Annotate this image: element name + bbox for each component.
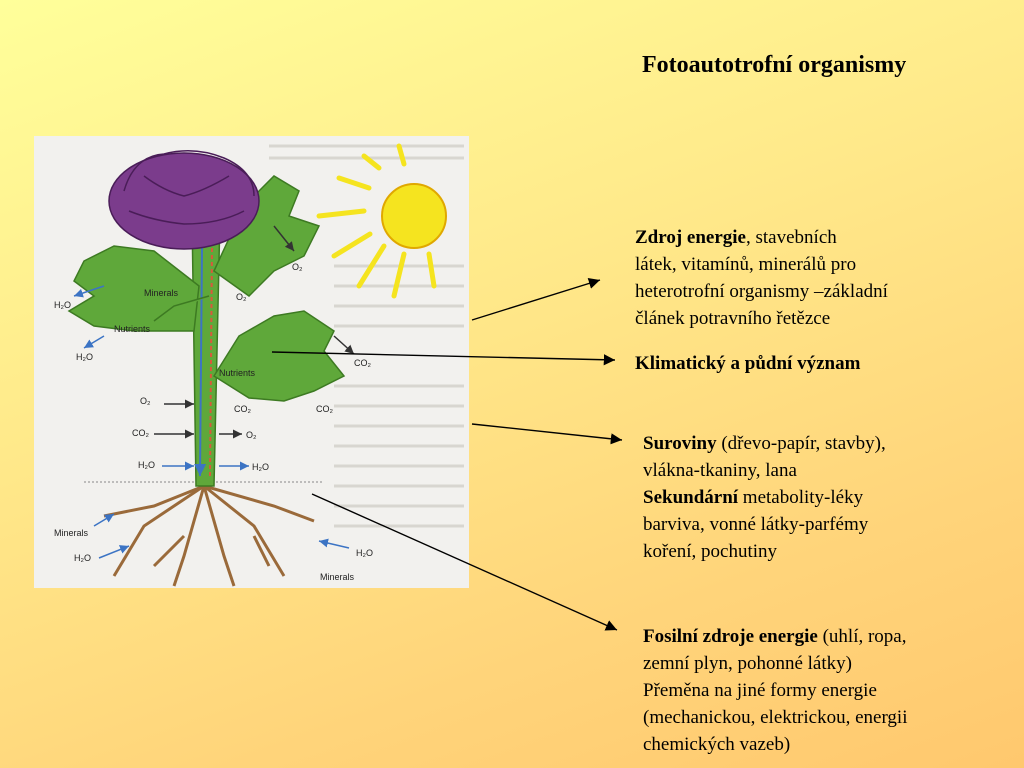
label-minerals-root-right: Minerals [320,572,355,582]
label-h2o-right: H₂O [252,462,269,472]
raw-bold1: Suroviny [643,433,717,454]
fossil-line4: (mechanickou, elektrickou, energii [643,707,908,728]
stem [191,215,221,487]
diagram-labels: Minerals Nutrients Nutrients H₂O H₂O O₂ … [54,262,373,582]
fossil-rest1: (uhlí, ropa, [817,626,907,647]
energy-line4: článek potravního řetězce [635,308,831,329]
energy-source-text: Zdroj energie, stavebních látek, vitamín… [635,224,888,332]
label-co2-far: CO₂ [316,404,334,414]
label-co2-left: CO₂ [132,428,150,438]
flower [108,150,260,250]
arrow-to-raw-materials [471,423,623,445]
energy-line2: látek, vitamínů, minerálů pro [635,254,857,275]
fossil-bold1: Fosilní zdroje energie [643,626,818,647]
energy-bold: Zdroj energie [635,227,746,248]
label-h2o-root-right: H₂O [356,548,373,558]
label-h2o-left: H₂O [138,460,155,470]
label-o2-right: O₂ [246,430,257,440]
energy-rest: , stavebních [746,227,837,248]
arrow-to-energy [471,277,601,321]
label-minerals-root-left: Minerals [54,528,89,538]
label-nutrients-right: Nutrients [219,368,256,378]
label-h2o-mid: H₂O [76,352,93,362]
label-o2-top: O₂ [292,262,303,272]
label-co2-mid: CO₂ [234,404,252,414]
label-co2-right: CO₂ [354,358,372,368]
fossil-line5: chemických vazeb) [643,734,791,755]
label-o2-left: O₂ [140,396,151,406]
raw-rest1: (dřevo-papír, stavby), [716,433,886,454]
label-o2-mid: O₂ [236,292,247,302]
plant-diagram-svg: Minerals Nutrients Nutrients H₂O H₂O O₂ … [54,143,464,587]
label-nutrients-left: Nutrients [114,324,151,334]
sun [316,143,447,299]
roots [103,484,315,587]
raw-line4: barviva, vonné látky-parfémy [643,514,869,535]
raw-materials-text: Suroviny (dřevo-papír, stavby), vlákna-t… [643,430,886,565]
label-h2o-root: H₂O [74,553,91,563]
raw-rest3: metabolity-léky [738,487,864,508]
raw-line2: vlákna-tkaniny, lana [643,460,797,481]
plant-illustration: Minerals Nutrients Nutrients H₂O H₂O O₂ … [34,136,469,588]
climate-soil-text: Klimatický a půdní význam [635,353,861,374]
energy-line3: heterotrofní organismy –základní [635,281,888,302]
label-minerals-leaf: Minerals [144,288,179,298]
raw-bold3: Sekundární [643,487,739,508]
fossil-line2: zemní plyn, pohonné látky) [643,653,852,674]
fossil-line3: Přeměna na jiné formy energie [643,680,877,701]
fossil-fuels-text: Fosilní zdroje energie (uhlí, ropa, zemn… [643,623,908,758]
raw-line5: koření, pochutiny [643,541,778,562]
slide-title: Fotoautotrofní organismy [642,52,907,78]
label-h2o-top: H₂O [54,300,71,310]
